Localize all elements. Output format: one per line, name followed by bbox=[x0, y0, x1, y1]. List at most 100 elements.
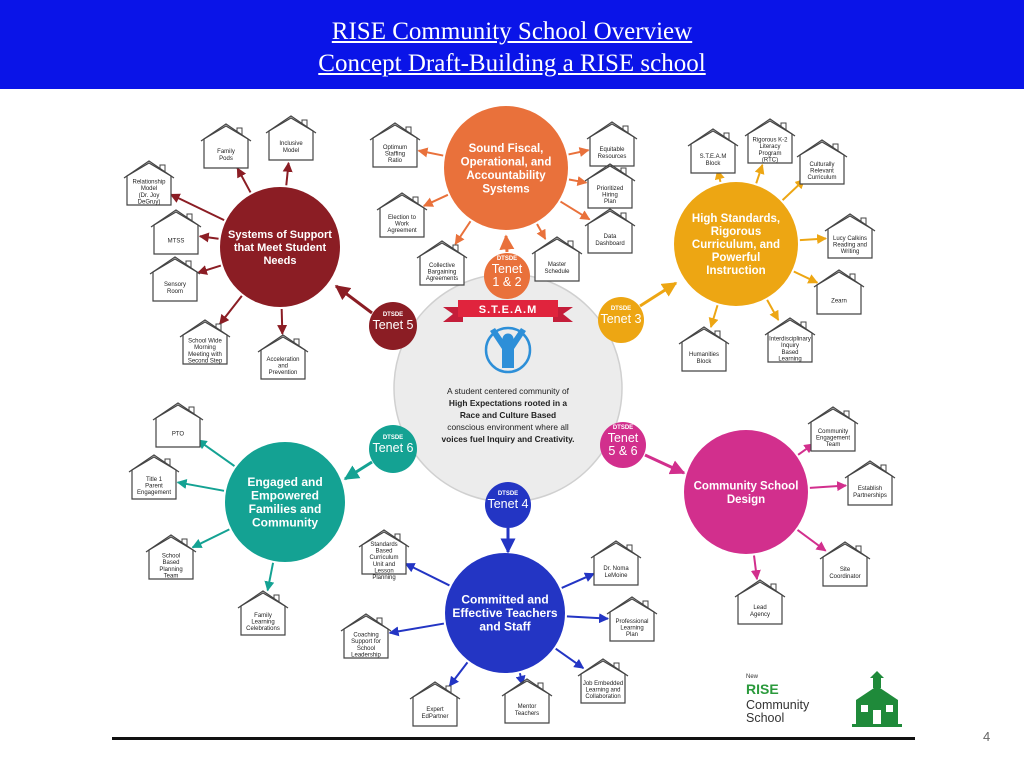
hub-label-line: that Meet Student bbox=[234, 242, 327, 254]
hub-label-line: and Staff bbox=[479, 620, 531, 634]
house-label-line: Learning bbox=[620, 626, 643, 632]
hub-label-line: Design bbox=[727, 494, 765, 506]
house-label-line: Staffing bbox=[385, 152, 405, 158]
fiscal-tenet-arrow bbox=[499, 234, 515, 253]
house-label-line: Meeting with bbox=[188, 352, 222, 358]
house-label-line: Based bbox=[375, 549, 392, 555]
house-label-line: DeGruy) bbox=[138, 199, 161, 205]
house-label-line: Engagement bbox=[137, 490, 171, 496]
support-to-house-arrow bbox=[236, 167, 252, 193]
slide-subtitle: Concept Draft-Building a RISE school bbox=[318, 50, 706, 77]
house-label-line: Team bbox=[164, 573, 179, 579]
hub-label-line: Empowered bbox=[251, 488, 319, 502]
house-label-line: Support for bbox=[351, 639, 381, 645]
tenet-label-line: 1 & 2 bbox=[492, 275, 521, 289]
standards-to-house-arrow bbox=[793, 270, 819, 284]
logo-text-line: Community bbox=[746, 698, 810, 712]
tenet-label-line: Tenet bbox=[608, 431, 639, 445]
house-label-line: School Wide bbox=[188, 339, 222, 345]
house-label-line: Based bbox=[162, 560, 179, 566]
house-label-line: Leadership bbox=[351, 652, 381, 658]
support-tenet-arrow bbox=[334, 284, 373, 315]
house-label-line: Prevention bbox=[269, 370, 298, 376]
house-label-line: Interdisciplinary bbox=[769, 337, 811, 343]
hub-label-line: Instruction bbox=[706, 265, 765, 277]
steam-banner-label: S.T.E.A.M bbox=[479, 304, 538, 316]
house-label-line: Hiring bbox=[602, 193, 618, 199]
fiscal-to-house-arrow bbox=[568, 147, 590, 157]
slide-title: RISE Community School Overview bbox=[331, 18, 693, 45]
hub-label-line: Curriculum, and bbox=[692, 239, 780, 251]
tenet-source-label: DTSDE bbox=[611, 306, 631, 312]
teachers-to-house-arrow bbox=[566, 613, 610, 624]
house-label-line: Job Embedded bbox=[583, 681, 623, 687]
house-label-line: MTSS bbox=[168, 239, 185, 245]
community-tenet-arrow bbox=[644, 453, 686, 475]
house-label-line: Collective bbox=[429, 263, 456, 269]
house-label-line: Team bbox=[826, 442, 841, 448]
house-label-line: Learning bbox=[251, 620, 274, 626]
house-label-line: Curriculum bbox=[369, 555, 398, 561]
house-label-line: Celebrations bbox=[246, 626, 280, 632]
house-label-line: Agreement bbox=[387, 228, 417, 234]
house-label-line: Election to bbox=[388, 215, 417, 221]
hub-label-line: Systems of Support bbox=[228, 229, 332, 241]
title-banner: RISE Community School Overview Concept D… bbox=[0, 0, 1024, 89]
community-to-house-arrow bbox=[809, 481, 848, 492]
house-label-line: Zearn bbox=[831, 299, 847, 305]
tenet-label-line: 5 & 6 bbox=[608, 444, 637, 458]
house-label-line: Establish bbox=[858, 486, 882, 492]
house-label-line: EdPartner bbox=[421, 714, 448, 720]
house-label-line: Collaboration bbox=[585, 694, 620, 700]
house-label-line: Program bbox=[758, 151, 781, 157]
center-description-line: Race and Culture Based bbox=[460, 410, 556, 420]
fiscal-to-house-arrow bbox=[417, 147, 444, 158]
support-to-house-arrow bbox=[218, 295, 243, 325]
center-description-line: High Expectations rooted in a bbox=[449, 398, 568, 408]
hub-label-line: Engaged and bbox=[247, 475, 322, 489]
tenet-source-label: DTSDE bbox=[498, 491, 518, 497]
fiscal-to-house-arrow bbox=[559, 200, 591, 221]
house-label-line: Room bbox=[167, 289, 183, 295]
tenet-label-line: Tenet 3 bbox=[600, 312, 641, 326]
house-label-line: LeMoine bbox=[604, 573, 628, 579]
house-label-line: Partnerships bbox=[853, 493, 887, 499]
house-icon: Zearn bbox=[813, 269, 865, 315]
teachers-to-house-arrow bbox=[388, 622, 445, 637]
hub-label-line: Community bbox=[252, 515, 318, 529]
house-label-line: Curriculum bbox=[807, 175, 836, 181]
fiscal-to-house-arrow bbox=[536, 223, 547, 240]
house-label-line: Acceleration bbox=[266, 357, 299, 363]
house-label-line: School bbox=[357, 646, 375, 652]
house-label-line: School bbox=[162, 554, 180, 560]
standards-tenet-arrow bbox=[639, 281, 678, 308]
families-to-house-arrow bbox=[196, 439, 236, 467]
house-label-line: Mentor bbox=[518, 704, 537, 710]
tenet-source-label: DTSDE bbox=[383, 312, 403, 318]
house-label-line: Expert bbox=[426, 707, 444, 713]
house-label-line: Agency bbox=[750, 612, 770, 618]
house-label-line: Professional bbox=[615, 619, 648, 625]
teachers-to-house-arrow bbox=[404, 562, 450, 587]
logo-text-line: RISE bbox=[746, 681, 779, 697]
steam-banner: S.T.E.A.M bbox=[443, 300, 573, 322]
hub-label-line: Sound Fiscal, bbox=[469, 143, 544, 155]
house-label-line: Block bbox=[706, 161, 722, 167]
